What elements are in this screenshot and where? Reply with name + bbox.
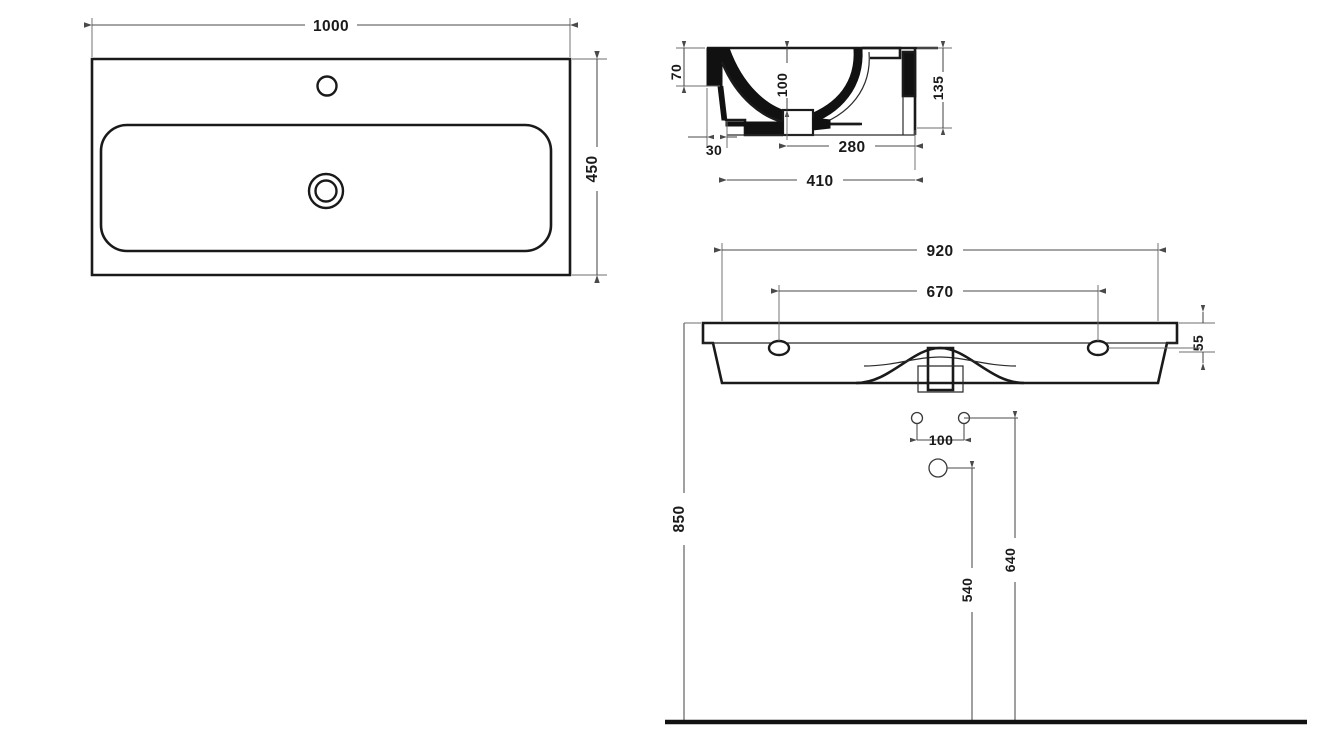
front-waste-outlet-box bbox=[917, 365, 964, 393]
section-right-arm-fill bbox=[812, 117, 831, 131]
front-elevation-view: 920 670 55 bbox=[701, 243, 1215, 393]
install-540-dim-label: 540 bbox=[959, 578, 975, 603]
front-55-dim-label: 55 bbox=[1190, 335, 1206, 351]
front-670-dim-label: 670 bbox=[926, 284, 953, 301]
plan-depth-dim-label: 450 bbox=[584, 155, 601, 182]
water-supply-point-left-icon bbox=[910, 411, 924, 425]
plan-basin-recess bbox=[99, 123, 553, 253]
right-tap-hole-icon bbox=[1086, 339, 1110, 357]
install-850-dim-label: 850 bbox=[671, 505, 688, 532]
section-waste-block bbox=[781, 108, 815, 137]
section-70-dim-label: 70 bbox=[668, 64, 684, 80]
section-base-shelf-fill bbox=[725, 121, 784, 136]
waste-connection-icon bbox=[928, 458, 948, 478]
left-tap-hole-icon bbox=[767, 339, 791, 357]
section-bowl-right-curve bbox=[805, 48, 863, 126]
plan-view: 1000 450 bbox=[84, 18, 607, 283]
section-back-bracket bbox=[902, 51, 916, 97]
tap-hole-icon bbox=[316, 75, 338, 97]
drain-hole-inner-icon bbox=[314, 179, 338, 203]
section-280-dim-label: 280 bbox=[838, 139, 865, 156]
section-100-dim-label: 100 bbox=[774, 73, 790, 98]
install-100-dim-label: 100 bbox=[929, 432, 954, 448]
section-135-dim-label: 135 bbox=[930, 76, 946, 101]
section-back-rim bbox=[862, 46, 902, 60]
section-view: 70 100 135 30 280 410 bbox=[668, 41, 952, 190]
install-640-dim-label: 640 bbox=[1002, 548, 1018, 573]
front-bowl-arch-inner bbox=[863, 356, 1017, 367]
plan-width-dim-label: 1000 bbox=[313, 18, 349, 35]
front-920-dim-label: 920 bbox=[926, 243, 953, 260]
section-30-dim-label: 30 bbox=[706, 142, 722, 158]
front-waste-outlet bbox=[926, 346, 955, 392]
section-410-dim-label: 410 bbox=[806, 173, 833, 190]
plan-outer-outline bbox=[90, 57, 572, 277]
installation-view: 850 100 540 640 bbox=[665, 322, 1307, 725]
